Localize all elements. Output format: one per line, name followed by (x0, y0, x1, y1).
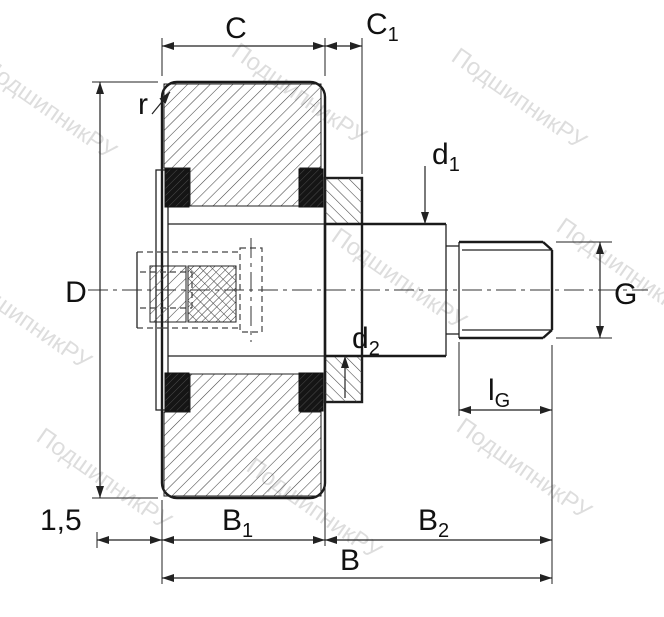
thread-chamfer-top (542, 241, 553, 251)
seal-top-left (164, 168, 190, 208)
collar-section-bottom (324, 355, 363, 403)
watermark-text: ПодшипникРУ (0, 53, 122, 166)
dim-label-d2: d2 (352, 322, 380, 360)
seal-top-right (298, 168, 324, 208)
dim-label-B1: B1 (222, 504, 253, 542)
leader-line-r (151, 91, 171, 115)
dim-label-C1: C1 (366, 8, 399, 46)
stud (136, 176, 554, 404)
roller-outer-ring (155, 80, 327, 500)
seal-bottom-right (298, 372, 324, 412)
thread-chamfer-bottom (542, 329, 553, 339)
dimension-lines (92, 38, 612, 584)
collar-section-top (324, 177, 363, 225)
watermark-text: ПодшипникРУ (447, 43, 592, 156)
dim-label-chamfer: 1,5 (40, 504, 82, 537)
dim-label-B: B (340, 544, 360, 577)
watermark-text: ПодшипникРУ (552, 213, 664, 326)
dim-label-d1: d1 (432, 138, 460, 176)
dim-label-r: r (138, 88, 148, 121)
dim-label-B2: B2 (418, 504, 449, 542)
dim-label-C: C (225, 12, 247, 45)
dimension-labels: C C1 r D d1 d2 G lG B1 B2 B 1,5 (40, 8, 637, 577)
dim-label-D: D (65, 276, 87, 309)
seal-bottom-left (164, 372, 190, 412)
needle-roller-crosshatch (188, 266, 236, 322)
dim-label-lG: lG (488, 374, 510, 412)
inner-section-left (149, 265, 187, 323)
watermark-text: ПодшипникРУ (452, 413, 597, 526)
dim-label-G: G (614, 278, 637, 311)
watermark-text: ПодшипникРУ (327, 223, 472, 336)
